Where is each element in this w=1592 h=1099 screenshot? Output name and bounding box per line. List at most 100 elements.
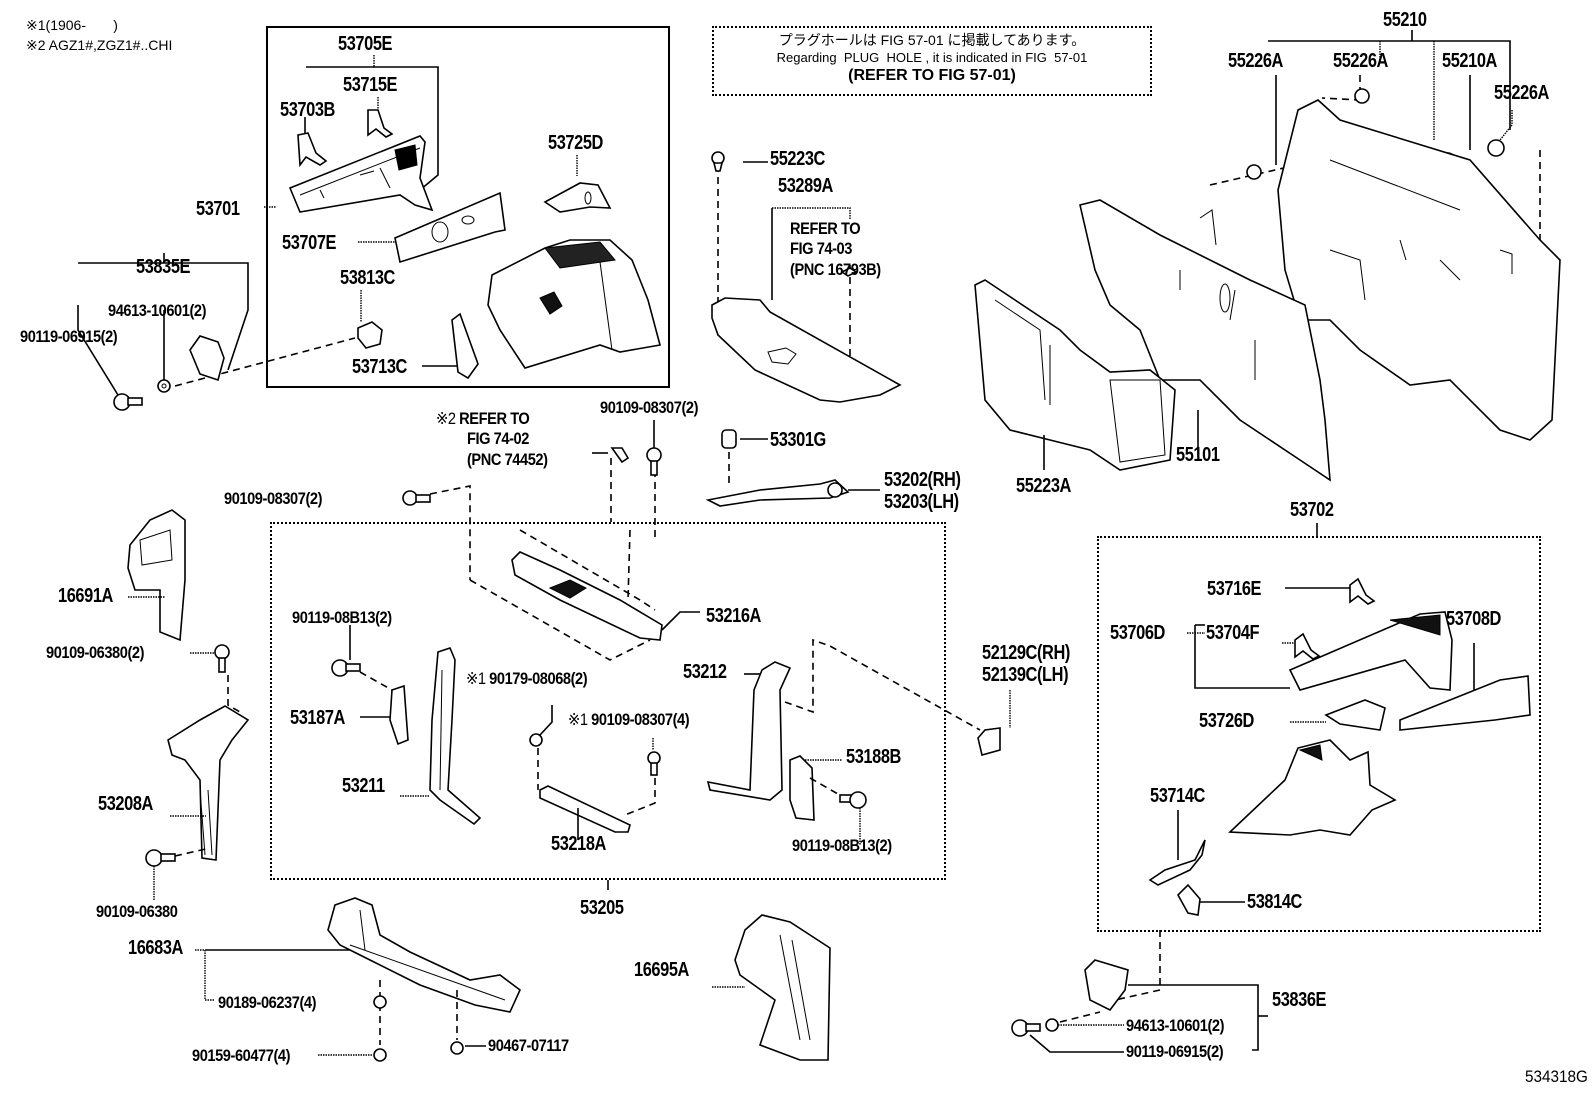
callout-53701[interactable]: 53701	[196, 198, 240, 220]
part-90109-08307-bolt-lower	[647, 751, 661, 776]
part-53704F-bracket	[1294, 632, 1321, 660]
callout-53216A[interactable]: 53216A	[706, 605, 761, 627]
callout-90159-60477[interactable]: 90159-60477(4)	[192, 1046, 291, 1065]
callout-90109-08307-4-text: 90109-08307(4)	[591, 710, 690, 729]
part-90119-06915-bolt-b	[1011, 1019, 1041, 1037]
part-94613-10601-washer-b	[1045, 1018, 1059, 1032]
callout-90109-06380[interactable]: 90109-06380	[96, 902, 178, 921]
callout-55223A[interactable]: 55223A	[1016, 475, 1071, 497]
callout-53212[interactable]: 53212	[683, 661, 727, 683]
part-53713C-reinforcement	[451, 312, 479, 380]
callout-16683A[interactable]: 16683A	[128, 937, 183, 959]
callout-53702[interactable]: 53702	[1290, 499, 1334, 521]
part-53212-side-support	[706, 661, 792, 801]
callout-90119-06915[interactable]: 90119-06915(2)	[20, 327, 118, 346]
callout-90109-08307-left[interactable]: 90109-08307(2)	[224, 489, 323, 508]
callout-53725D[interactable]: 53725D	[548, 132, 603, 154]
callout-55226A-3[interactable]: 55226A	[1494, 82, 1549, 104]
part-90109-08307-bolt-top	[646, 447, 662, 476]
callout-90119-08B13-right[interactable]: 90119-08B13(2)	[792, 836, 892, 855]
part-53211-side-support	[429, 647, 482, 826]
footnote-1: ※1(1906- )	[26, 17, 118, 33]
callout-90109-06380-2[interactable]: 90109-06380(2)	[46, 643, 145, 662]
callout-52139C[interactable]: 52139C(LH)	[982, 664, 1069, 686]
part-53707E-panel	[394, 191, 506, 264]
part-53714C-reinforcement	[1148, 839, 1206, 886]
callout-53187A[interactable]: 53187A	[290, 707, 345, 729]
callout-90179-08068[interactable]: ※1 90179-08068(2)	[466, 669, 588, 688]
callout-53716E[interactable]: 53716E	[1207, 578, 1262, 600]
callout-90109-08307-top[interactable]: 90109-08307(2)	[600, 398, 699, 417]
plug-hole-note-reference[interactable]: (REFER TO FIG 57-01)	[848, 66, 1016, 84]
callout-53289A[interactable]: 53289A	[778, 175, 833, 197]
callout-53836E[interactable]: 53836E	[1272, 989, 1327, 1011]
part-90119-08B13-bolt-left	[331, 659, 361, 677]
part-90119-06915-bolt	[113, 393, 143, 411]
part-55223A-silencer	[974, 279, 1176, 471]
callout-55210A[interactable]: 55210A	[1442, 50, 1497, 72]
callout-53813C[interactable]: 53813C	[340, 267, 395, 289]
callout-90179-08068-text: 90179-08068(2)	[489, 669, 588, 688]
group-box-53205	[270, 522, 946, 880]
part-90119-08B13-bolt-right	[839, 791, 867, 809]
callout-55226A-1[interactable]: 55226A	[1228, 50, 1283, 72]
callout-53714C[interactable]: 53714C	[1150, 785, 1205, 807]
part-53202-brace	[705, 479, 850, 507]
part-53725D-panel	[543, 182, 612, 213]
part-90467-07117-clip	[450, 1041, 464, 1055]
part-90189-06237-clip	[373, 995, 387, 1009]
callout-55223C[interactable]: 55223C	[770, 148, 825, 170]
callout-53713C[interactable]: 53713C	[352, 356, 407, 378]
part-90109-06380-bolt-bottom	[145, 849, 176, 867]
part-53716E-bracket	[1349, 577, 1376, 605]
callout-53704F[interactable]: 53704F	[1206, 622, 1260, 644]
callout-53211[interactable]: 53211	[342, 775, 385, 797]
part-53701-wheel-apron	[487, 239, 661, 369]
part-55226A-clip-3	[1487, 139, 1505, 157]
callout-53715E[interactable]: 53715E	[343, 74, 398, 96]
callout-16691A[interactable]: 16691A	[58, 585, 113, 607]
footnote-2-text: AGZ1#,ZGZ1#..CHI	[48, 37, 173, 53]
part-53216A-upper-support	[511, 551, 663, 641]
plug-hole-note: プラグホールは FIG 57-01 に掲載してあります。 Regarding P…	[712, 26, 1152, 96]
callout-52129C[interactable]: 52129C(RH)	[982, 642, 1070, 664]
part-90109-08307-bolt-left	[402, 490, 431, 506]
callout-53205[interactable]: 53205	[580, 897, 624, 919]
part-53835E-bracket	[189, 335, 225, 382]
part-52129C-bracket	[977, 727, 1001, 756]
callout-90109-08307-4[interactable]: ※1 90109-08307(4)	[568, 710, 690, 729]
callout-55210[interactable]: 55210	[1383, 9, 1427, 31]
ref-line-3: (PNC 16793B)	[790, 259, 881, 279]
callout-53188B[interactable]: 53188B	[846, 746, 901, 768]
callout-53203[interactable]: 53203(LH)	[884, 491, 959, 513]
callout-55101[interactable]: 55101	[1176, 444, 1220, 466]
callout-94613-10601[interactable]: 94613-10601(2)	[108, 301, 207, 320]
callout-90189-06237[interactable]: 90189-06237(4)	[218, 993, 317, 1012]
callout-53208A[interactable]: 53208A	[98, 793, 153, 815]
callout-53814C[interactable]: 53814C	[1247, 891, 1302, 913]
callout-53289A-reference[interactable]: REFER TO FIG 74-03 (PNC 16793B)	[790, 219, 881, 280]
callout-53705E[interactable]: 53705E	[338, 33, 393, 55]
part-53187A-bracket	[389, 684, 409, 746]
callout-53218A[interactable]: 53218A	[551, 833, 606, 855]
callout-53703B[interactable]: 53703B	[280, 99, 335, 121]
ref-line-2: FIG 74-03	[790, 239, 852, 259]
callout-53835E[interactable]: 53835E	[136, 256, 191, 278]
callout-53708D[interactable]: 53708D	[1446, 608, 1501, 630]
footnote-1-mark: ※1	[26, 17, 46, 33]
callout-53706D[interactable]: 53706D	[1110, 622, 1165, 644]
callout-53707E[interactable]: 53707E	[282, 232, 337, 254]
part-90179-08068-nut	[529, 733, 543, 747]
callout-53202[interactable]: 53202(RH)	[884, 469, 961, 491]
callout-53301G[interactable]: 53301G	[770, 429, 826, 451]
callout-90467-07117[interactable]: 90467-07117	[488, 1036, 569, 1055]
callout-94613-10601-b[interactable]: 94613-10601(2)	[1126, 1016, 1225, 1035]
callout-16695A[interactable]: 16695A	[634, 959, 689, 981]
callout-90119-08B13-left[interactable]: 90119-08B13(2)	[292, 608, 392, 627]
part-53715E-bracket	[367, 109, 394, 138]
callout-53726D[interactable]: 53726D	[1199, 710, 1254, 732]
callout-55226A-2[interactable]: 55226A	[1333, 50, 1388, 72]
ref-74-02-mark: ※2	[436, 409, 456, 428]
callout-ref-74-02[interactable]: ※2 REFER TO FIG 74-02 (PNC 74452)	[436, 409, 548, 470]
callout-90119-06915-b[interactable]: 90119-06915(2)	[1126, 1042, 1224, 1061]
